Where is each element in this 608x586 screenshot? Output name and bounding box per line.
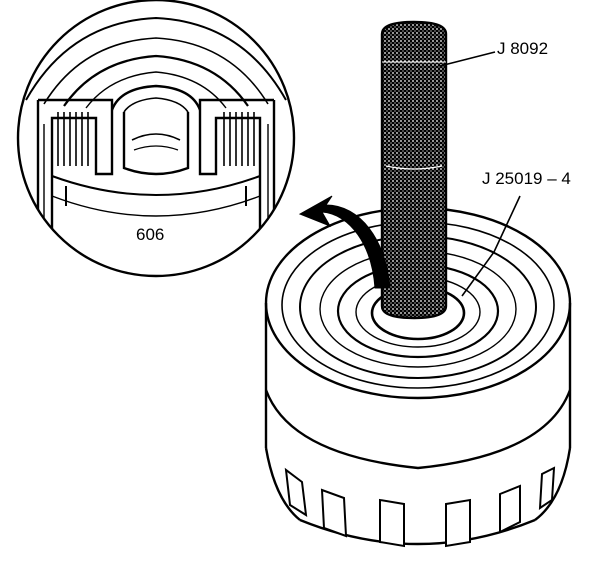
direction-arrow bbox=[298, 195, 391, 289]
callout-label-part: 606 bbox=[136, 225, 165, 244]
callout-label-tool-2: J 25019 – 4 bbox=[482, 169, 571, 188]
callout-label-tool-1: J 8092 bbox=[497, 39, 549, 58]
tool-j8092-handle bbox=[380, 20, 448, 320]
detail-inset bbox=[16, 0, 296, 278]
base-slots bbox=[284, 466, 556, 548]
